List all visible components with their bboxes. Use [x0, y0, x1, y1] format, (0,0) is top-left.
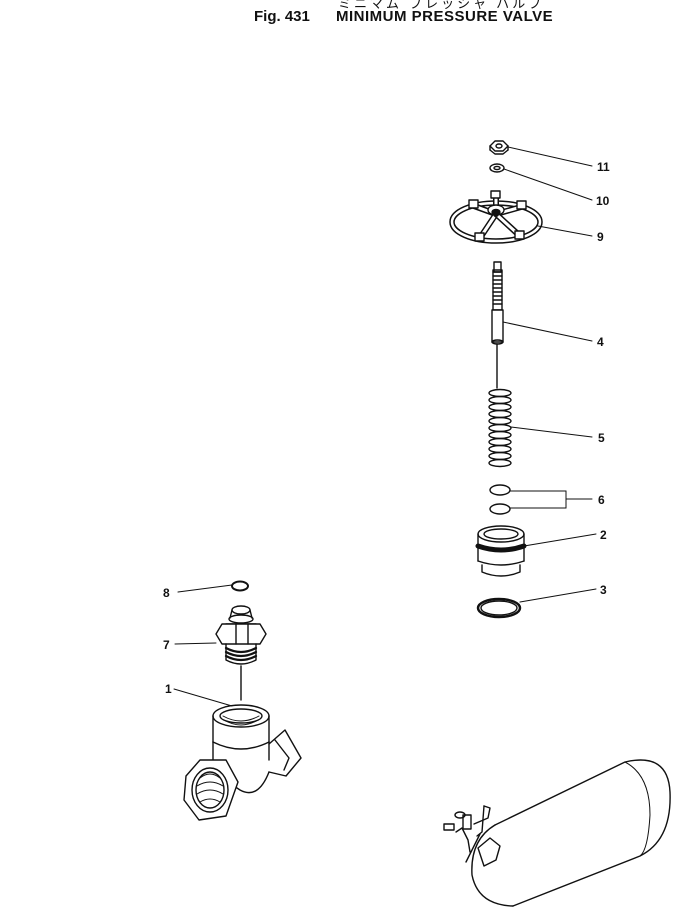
part-9-handwheel [449, 190, 543, 244]
callout-labels: 11 10 9 4 5 6 2 3 8 7 1 [163, 160, 610, 696]
leader-lines [173, 146, 597, 707]
callout-7: 7 [163, 638, 170, 652]
callout-1: 1 [165, 682, 172, 696]
callout-10: 10 [596, 194, 610, 208]
part-3-o-ring [476, 597, 522, 619]
part-6-seals [489, 484, 511, 515]
callout-11: 11 [597, 160, 610, 174]
part-10-washer [489, 163, 505, 173]
callout-4: 4 [597, 335, 604, 349]
callout-5: 5 [598, 431, 605, 445]
part-2-valve-seat [475, 525, 527, 577]
callout-2: 2 [600, 528, 607, 542]
figure-title: MINIMUM PRESSURE VALVE [336, 8, 554, 25]
part-1-valve-body [183, 704, 302, 821]
figure-number: Fig. 431 [254, 8, 310, 25]
air-tank [443, 759, 671, 907]
part-11-nut [489, 140, 509, 155]
callout-3: 3 [600, 583, 607, 597]
part-8-o-ring [231, 580, 249, 592]
callout-6: 6 [598, 493, 605, 507]
callout-9: 9 [597, 230, 604, 244]
callout-8: 8 [163, 586, 170, 600]
part-4-valve-stem [491, 261, 504, 345]
part-7-adapter [215, 605, 267, 665]
part-5-spring [488, 388, 512, 468]
figure-title-japanese: ミニマム プレッシャ バルブ [338, 0, 545, 12]
